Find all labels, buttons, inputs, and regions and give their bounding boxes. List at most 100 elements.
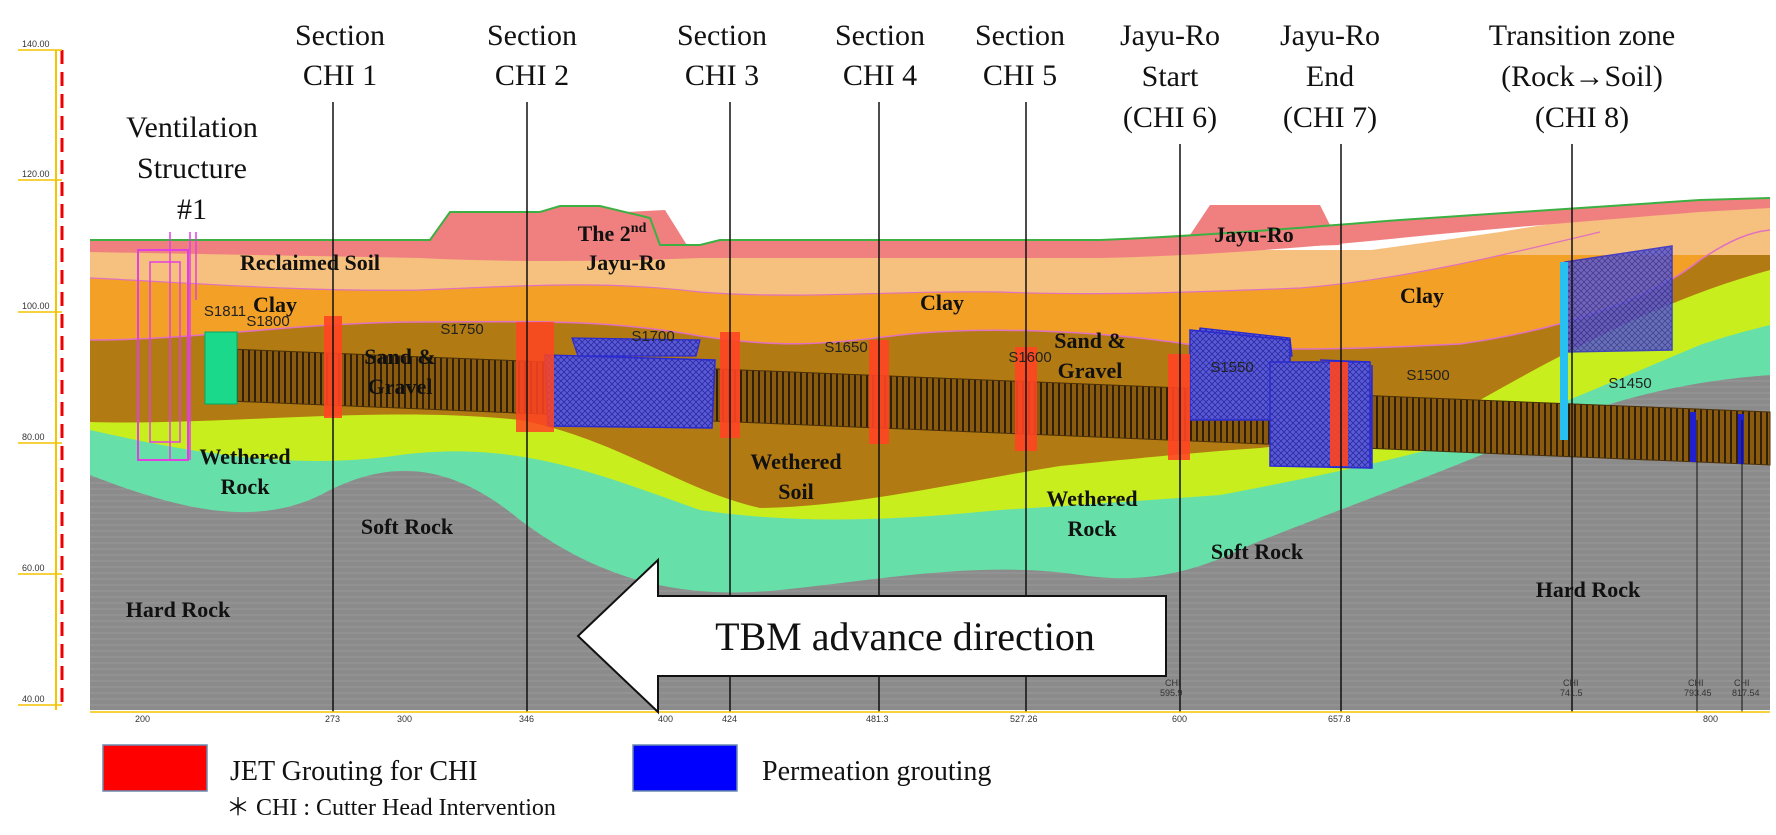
wethered-soil-label: Wethered [750, 449, 841, 474]
chi-station-label: CHI [1563, 678, 1579, 688]
tbm-direction-arrow: TBM advance direction [576, 557, 1167, 715]
station-label: S1550 [1210, 359, 1253, 376]
section-title-chi2: Section [487, 19, 577, 52]
jet-grout-legend-label: JET Grouting for CHI [230, 756, 478, 787]
section-title-chi4: CHI 4 [843, 59, 917, 92]
soft-rock-label: Soft Rock [361, 514, 454, 539]
ventilation-structure [137, 232, 238, 461]
transition-column [1560, 262, 1568, 440]
section-title-chi8: (Rock→Soil) [1501, 60, 1663, 93]
section-title-chi7: Jayu-Ro [1280, 19, 1380, 52]
station-label: S1600 [1008, 349, 1051, 366]
x-tick: 424 [722, 714, 737, 724]
wethered-rock-label: Wethered [1046, 486, 1137, 511]
x-tick: 400 [658, 714, 673, 724]
section-lines [332, 102, 1743, 712]
permeation-block [1564, 245, 1673, 353]
jet-grout-swatch [102, 744, 208, 792]
station-label: S1700 [631, 328, 674, 345]
legend: JET Grouting for CHI Permeation grouting… [102, 744, 991, 821]
ventilation-title: #1 [177, 193, 207, 226]
permeation-block [571, 337, 701, 357]
section-titles: Section CHI 1 Section CHI 2 Section CHI … [126, 19, 1675, 226]
permeation-block [544, 354, 716, 429]
wethered-rock-label: Rock [1068, 516, 1118, 541]
station-label: S1811 [204, 303, 246, 320]
second-jayuro-label: Jayu-Ro [586, 250, 665, 275]
station-label: S1500 [1406, 367, 1449, 384]
jayuro-embankment [1180, 205, 1340, 250]
section-title-chi8: Transition zone [1489, 19, 1675, 52]
sand-gravel-label: Gravel [1058, 358, 1123, 383]
chi-station-label: 741.5 [1560, 688, 1583, 698]
chi-station-label: CHI [1734, 678, 1750, 688]
section-title-chi5: CHI 5 [983, 59, 1057, 92]
section-title-chi5: Section [975, 19, 1065, 52]
wethered-soil-label: Soil [778, 479, 813, 504]
station-markers: S1811 S1800 S1750 S1700 S1650 S1600 S155… [204, 303, 1652, 392]
station-label: S1800 [246, 313, 289, 330]
chi-station-label: 793.45 [1684, 688, 1712, 698]
clay-label: Clay [920, 290, 964, 315]
clay-label: Clay [1400, 283, 1444, 308]
permeation-swatch [632, 744, 738, 792]
ventilation-title: Structure [137, 152, 247, 185]
section-title-chi4: Section [835, 19, 925, 52]
clay-layer-top [90, 200, 1770, 268]
x-tick: 657.8 [1328, 714, 1351, 724]
reclaimed-soil-label: Reclaimed Soil [240, 250, 380, 275]
chi-station-label: CHI [1688, 678, 1704, 688]
section-title-chi3: CHI 3 [685, 59, 759, 92]
station-label: S1750 [440, 321, 483, 338]
jayuro-label: Jayu-Ro [1214, 222, 1293, 247]
sand-gravel-label: Sand & [1054, 328, 1126, 353]
sand-gravel-label: Gravel [368, 374, 433, 399]
jet-grout-column [1168, 354, 1190, 460]
x-axis: 200 273 300 346 400 424 481.3 527.26 600… [90, 678, 1770, 724]
section-title-chi6: Start [1142, 60, 1199, 93]
green-shaft [204, 331, 238, 405]
section-title-chi3: Section [677, 19, 767, 52]
layer-labels: Reclaimed Soil Clay Clay Clay Sand & Gra… [126, 221, 1641, 622]
x-tick: 600 [1172, 714, 1187, 724]
permeation-block [1738, 414, 1744, 464]
y-tick: 60.00 [22, 563, 45, 573]
y-tick: 80.00 [22, 432, 45, 442]
x-tick: 527.26 [1010, 714, 1038, 724]
section-title-chi6: Jayu-Ro [1120, 19, 1220, 52]
chi-station-label: 595.9 [1160, 688, 1183, 698]
y-tick: 40.00 [22, 694, 45, 704]
chi-footnote: ＊ CHI : Cutter Head Intervention [226, 795, 556, 821]
y-tick: 140.00 [22, 39, 50, 49]
wethered-rock-label: Rock [221, 474, 271, 499]
x-tick: 300 [397, 714, 412, 724]
jet-grout-column [1330, 362, 1348, 466]
sand-gravel-label: Sand & [364, 344, 436, 369]
x-tick: 273 [325, 714, 340, 724]
y-tick: 120.00 [22, 169, 50, 179]
x-tick: 800 [1703, 714, 1718, 724]
x-tick: 200 [135, 714, 150, 724]
section-title-chi7: End [1306, 60, 1354, 93]
clay-label: Clay [253, 292, 297, 317]
y-tick: 100.00 [22, 301, 50, 311]
permeation-block [1319, 359, 1371, 363]
ventilation-title: Ventilation [126, 111, 258, 144]
chi-station-label: CHI [1165, 678, 1181, 688]
permeation-legend-label: Permeation grouting [762, 756, 991, 787]
hard-rock-label: Hard Rock [1536, 577, 1641, 602]
tbm-arrow-label: TBM advance direction [715, 614, 1095, 659]
soft-rock-label: Soft Rock [1211, 539, 1304, 564]
second-jayuro-label: The 2nd [578, 221, 647, 246]
permeation-block [1369, 364, 1373, 469]
x-tick: 481.3 [866, 714, 889, 724]
section-title-chi1: CHI 1 [303, 59, 377, 92]
permeation-block [1269, 361, 1371, 469]
station-label: S1450 [1608, 375, 1651, 392]
section-title-chi7: (CHI 7) [1283, 101, 1377, 134]
elevation-scale: 140.00 120.00 100.00 80.00 60.00 40.00 [18, 39, 64, 710]
permeation-block [1690, 412, 1696, 462]
section-title-chi1: Section [295, 19, 385, 52]
